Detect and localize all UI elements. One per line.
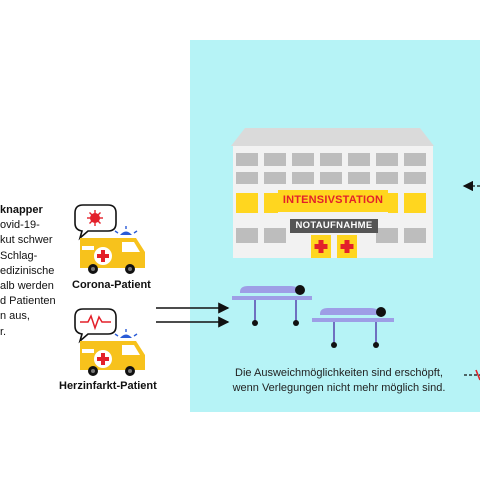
- intro-line: edizinische: [0, 264, 55, 277]
- hospital-building-icon: [231, 128, 434, 258]
- panel-note: Die Ausweichmöglichkeiten sind erschöpft…: [208, 366, 470, 396]
- virus-bubble-icon: [74, 204, 117, 241]
- intro-line: r.: [0, 325, 7, 338]
- intro-line: Schlag-: [0, 249, 38, 262]
- panel-note-line: wenn Verlegungen nicht mehr möglich sind…: [232, 382, 446, 394]
- icu-sign: INTENSIVSTATION: [282, 194, 384, 206]
- corona-ambulance-icon: [74, 204, 145, 274]
- intro-line: d Patienten: [0, 295, 56, 308]
- ecg-bubble-icon: [74, 308, 117, 344]
- stretcher-patient-icon: [232, 285, 312, 326]
- blocked-mark-icon: [475, 369, 480, 381]
- corona-patient-label: Corona-Patient: [72, 279, 151, 291]
- intro-line: n aus,: [0, 310, 30, 323]
- stretcher-patient-icon: [312, 307, 394, 348]
- er-door-icon: [311, 235, 331, 258]
- heart-patient-label: Herzinfarkt-Patient: [59, 380, 157, 392]
- intro-line: kut schwer: [0, 234, 53, 247]
- er-door-icon: [337, 235, 357, 258]
- intro-line: alb werden: [0, 280, 54, 293]
- heart-ambulance-icon: [74, 308, 145, 376]
- panel-note-line: Die Ausweichmöglichkeiten sind erschöpft…: [235, 367, 443, 379]
- intro-line: ovid-19-: [0, 219, 40, 232]
- intro-heading: knapper: [0, 204, 43, 216]
- intro-text: knapper ovid-19- kut schwer Schlag- ediz…: [0, 203, 60, 340]
- er-sign: NOTAUFNAHME: [295, 220, 373, 231]
